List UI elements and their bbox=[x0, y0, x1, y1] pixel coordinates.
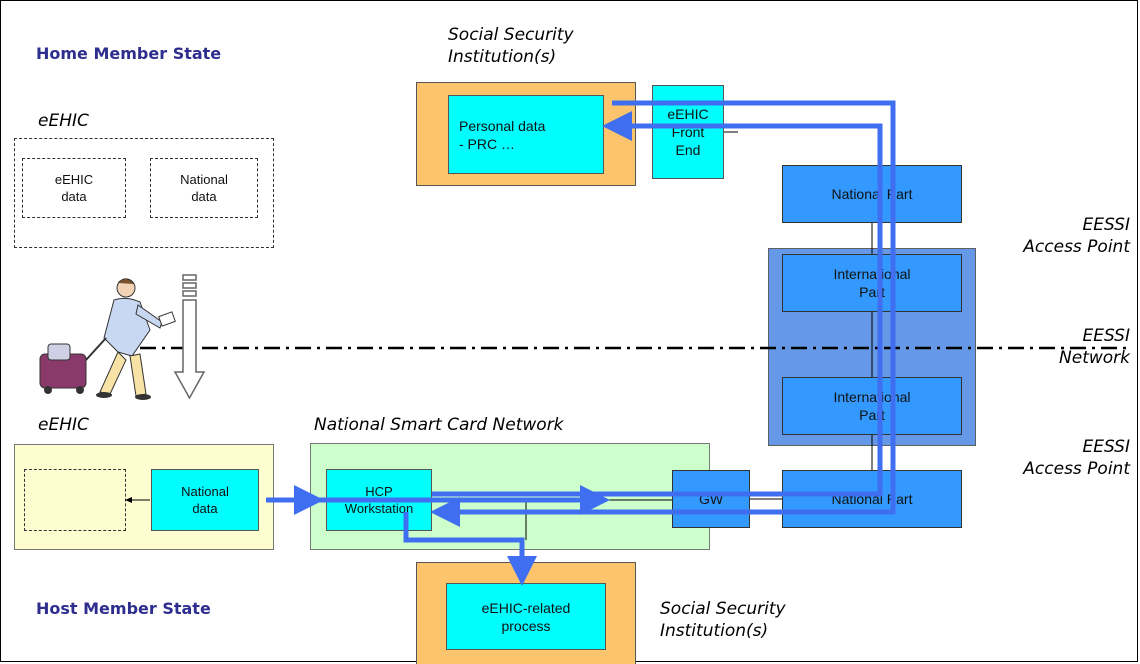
ehic-top-card bbox=[14, 138, 274, 248]
national-part-bottom-box: National Part bbox=[782, 470, 962, 528]
gw-box: GW bbox=[672, 470, 750, 528]
ssi-top-label: Social Security Institution(s) bbox=[448, 25, 574, 67]
international-part-bottom-box: International Part bbox=[782, 377, 962, 435]
international-part-top-box: International Part bbox=[782, 254, 962, 312]
eessi-network-label: EESSI Network bbox=[1059, 326, 1130, 368]
smart-card-network-label: National Smart Card Network bbox=[314, 415, 564, 435]
hcp-workstation-box: HCP Workstation bbox=[326, 469, 432, 531]
national-data-bottom-box: National data bbox=[151, 469, 259, 531]
ehic-front-end-box: eEHIC Front End bbox=[652, 85, 724, 179]
home-member-state-label: Home Member State bbox=[36, 44, 222, 63]
eessi-access-point-bottom-label: EESSI Access Point bbox=[1023, 437, 1130, 479]
ssi-bottom-label: Social Security Institution(s) bbox=[660, 599, 786, 641]
eessi-access-point-top-label: EESSI Access Point bbox=[1023, 215, 1130, 257]
national-part-top-box: National Part bbox=[782, 165, 962, 223]
ehic-related-process-box: eEHIC-related process bbox=[446, 583, 606, 650]
national-data-top-box: National data bbox=[150, 158, 258, 218]
ehic-bottom-label: eEHIC bbox=[38, 415, 89, 435]
ehic-empty-slot bbox=[24, 469, 126, 531]
ehic-top-label: eEHIC bbox=[38, 111, 89, 131]
personal-data-box: Personal data - PRC … bbox=[448, 95, 604, 174]
host-member-state-label: Host Member State bbox=[36, 599, 211, 618]
ehic-data-box: eEHIC data bbox=[22, 158, 126, 218]
